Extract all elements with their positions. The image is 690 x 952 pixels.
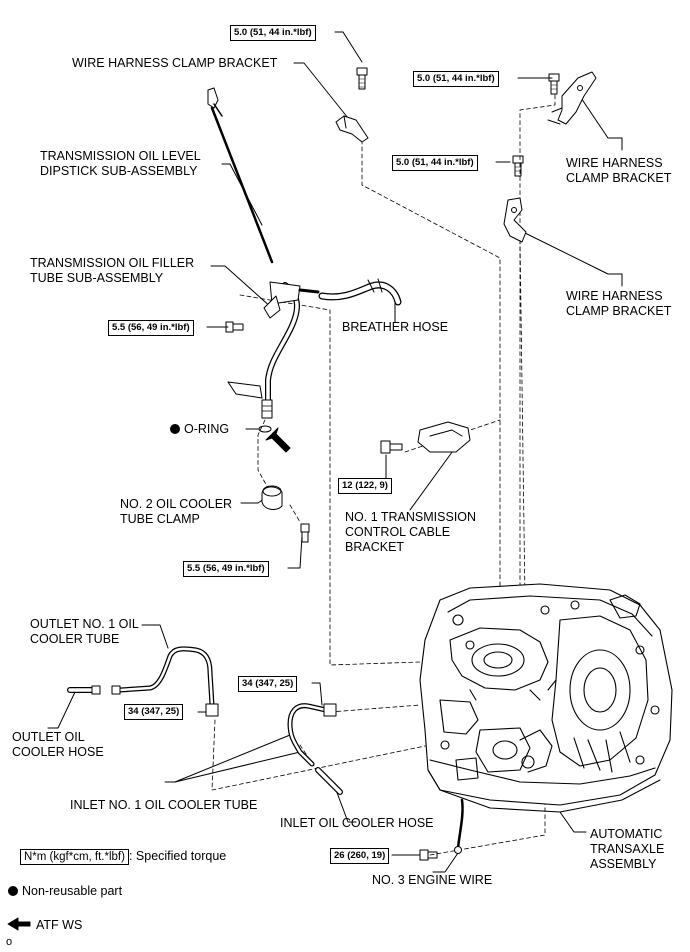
wire-harness-bracket-top — [335, 115, 369, 143]
o-ring-part — [258, 425, 272, 433]
outlet-oil-cooler-tube — [111, 646, 219, 717]
label-engine-wire: NO. 3 ENGINE WIRE — [372, 873, 493, 887]
legend-torque: N*m (kgf*cm, ft.*lbf): Specified torque — [20, 849, 227, 865]
bolt-control-bracket — [380, 440, 403, 454]
label-inlet-hose: INLET OIL COOLER HOSE — [280, 816, 434, 830]
outlet-oil-cooler-hose — [67, 685, 101, 695]
label-inlet-tube: INLET NO. 1 OIL COOLER TUBE — [70, 798, 258, 812]
torque-spec-top-right: 5.0 (51, 44 in.*lbf) — [413, 71, 499, 87]
non-reusable-dot-icon — [170, 424, 180, 434]
legend-non-reusable-text: Non-reusable part — [22, 884, 123, 898]
label-wire-harness-clamp-bracket-top: WIRE HARNESS CLAMP BRACKET — [72, 56, 278, 70]
legend-non-reusable: Non-reusable part — [8, 884, 122, 899]
label-transaxle: AUTOMATIC TRANSAXLE ASSEMBLY — [590, 827, 665, 871]
filler-tube — [227, 281, 320, 419]
leader-lines — [47, 31, 623, 873]
label-outlet-tube: OUTLET NO. 1 OIL COOLER TUBE — [30, 617, 139, 646]
legend-torque-desc: : Specified torque — [128, 849, 227, 863]
label-control-cable-bracket: NO. 1 TRANSMISSION CONTROL CABLE BRACKET — [345, 510, 477, 554]
atf-arrow-oring — [265, 427, 291, 453]
torque-spec-right-middle: 5.0 (51, 44 in.*lbf) — [392, 155, 478, 171]
bolt-top-center — [356, 67, 368, 90]
torque-spec-control-bracket: 12 (122, 9) — [338, 478, 392, 494]
inlet-oil-cooler-tube — [287, 703, 337, 767]
legend-dot-icon — [8, 886, 18, 896]
dipstick — [207, 87, 274, 264]
torque-spec-filler-tube: 5.5 (56, 49 in.*lbf) — [108, 320, 194, 336]
o-ring-text: O-RING — [184, 422, 230, 436]
control-cable-bracket — [417, 421, 471, 453]
inlet-oil-cooler-hose — [315, 767, 343, 795]
oil-cooler-tube-clamp — [261, 485, 283, 510]
label-oil-cooler-tube-clamp: NO. 2 OIL COOLER TUBE CLAMP — [120, 497, 233, 526]
label-dipstick: TRANSMISSION OIL LEVEL DIPSTICK SUB-ASSE… — [40, 149, 201, 178]
transaxle-body — [419, 583, 673, 813]
label-outlet-hose: OUTLET OIL COOLER HOSE — [12, 730, 104, 759]
bolt-top-right — [548, 73, 560, 95]
engine-wire-part — [454, 798, 464, 854]
wire-harness-bracket-right1 — [547, 71, 597, 125]
legend-atf-arrow-icon — [7, 917, 31, 931]
torque-spec-inlet-tube: 34 (347, 25) — [238, 676, 298, 692]
bolt-right-middle — [512, 155, 524, 177]
breather-hose — [318, 278, 402, 306]
label-o-ring: O-RING — [170, 422, 229, 437]
torque-spec-clamp: 5.5 (56, 49 in.*lbf) — [183, 561, 269, 577]
label-breather-hose: BREATHER HOSE — [342, 320, 449, 334]
label-wire-harness-clamp-bracket-right1: WIRE HARNESS CLAMP BRACKET — [566, 156, 672, 185]
torque-spec-outlet-tube: 34 (347, 25) — [124, 704, 184, 720]
label-filler-tube: TRANSMISSION OIL FILLER TUBE SUB-ASSEMBL… — [30, 256, 195, 285]
torque-spec-engine-wire: 26 (260, 19) — [330, 848, 390, 864]
legend-torque-unit-box: N*m (kgf*cm, ft.*lbf) — [20, 849, 129, 865]
torque-spec-top-center: 5.0 (51, 44 in.*lbf) — [230, 25, 316, 41]
corner-mark: o — [6, 936, 13, 948]
bolt-filler-tube — [225, 321, 244, 333]
bolt-engine-wire — [419, 849, 438, 861]
bolt-clamp — [300, 523, 310, 543]
legend-atf: ATF WS — [36, 918, 83, 932]
label-wire-harness-clamp-bracket-right2: WIRE HARNESS CLAMP BRACKET — [566, 289, 672, 318]
wire-harness-bracket-right2 — [503, 197, 527, 243]
